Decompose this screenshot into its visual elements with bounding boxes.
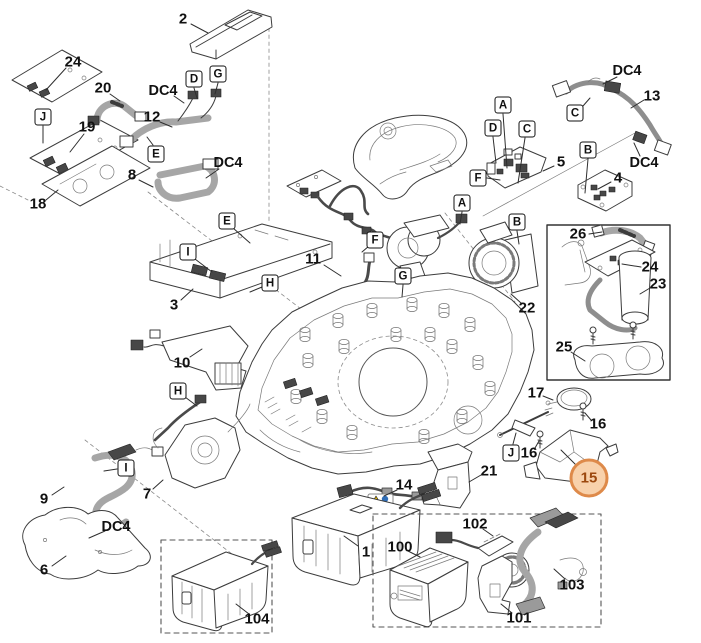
ref-letter-G-13: G: [394, 267, 412, 285]
ref-letter-I-16: I: [179, 243, 197, 261]
inset-box-104: [160, 539, 282, 634]
ref-letter-A-1: A: [453, 194, 471, 212]
chassis-art: [235, 272, 535, 475]
ref-letter-B-2: B: [579, 141, 597, 159]
part-label-7[interactable]: 7: [142, 485, 152, 503]
part-6-panel-art: [22, 506, 151, 580]
part-label-10[interactable]: 10: [173, 354, 191, 372]
ref-letter-C-4: C: [566, 104, 584, 122]
part-label-101[interactable]: 101: [506, 609, 532, 627]
part-label-16[interactable]: 16: [520, 444, 538, 462]
inset-box-22-detail: [546, 224, 671, 381]
selected-part-label-15[interactable]: 15: [569, 458, 609, 498]
ref-letter-E-9: E: [218, 212, 236, 230]
part-5-board-art: [486, 146, 547, 189]
part-label-104[interactable]: 104: [244, 610, 270, 628]
ref-letter-H-15: H: [169, 382, 187, 400]
part-label-6[interactable]: 6: [39, 561, 49, 579]
part-label-18[interactable]: 18: [29, 195, 47, 213]
part-label-102[interactable]: 102: [462, 515, 488, 533]
ref-letter-F-11: F: [366, 231, 384, 249]
part-8-bracket-art: [154, 158, 219, 202]
ref-letter-B-3: B: [508, 213, 526, 231]
part-label-19[interactable]: 19: [78, 118, 96, 136]
part-label-24[interactable]: 24: [64, 53, 82, 71]
dc4-connector-label-1: DC4: [213, 155, 243, 171]
ref-letter-D-7: D: [484, 119, 502, 137]
ref-letter-D-6: D: [185, 70, 203, 88]
part-label-103[interactable]: 103: [559, 576, 585, 594]
part-label-20[interactable]: 20: [94, 79, 112, 97]
ref-letter-I-17: I: [117, 459, 135, 477]
part-label-1[interactable]: 1: [361, 543, 371, 561]
ref-letter-C-5: C: [518, 120, 536, 138]
part-label-2[interactable]: 2: [178, 10, 188, 28]
part-label-12[interactable]: 12: [143, 108, 161, 126]
part-label-9[interactable]: 9: [39, 490, 49, 508]
part-label-21[interactable]: 21: [480, 462, 498, 480]
part-2-cover-art: [189, 9, 273, 60]
main-pcb-harness-art: [286, 169, 419, 250]
ref-letter-J-18: J: [34, 108, 52, 126]
part-13-harness-art: [551, 77, 672, 156]
dc4-connector-label-3: DC4: [612, 63, 642, 79]
part-label-13[interactable]: 13: [643, 87, 661, 105]
ref-letter-E-8: E: [147, 145, 165, 163]
part-12-bracket-art: [119, 88, 222, 148]
part-20-ribbon-art: [87, 99, 147, 126]
part-label-24[interactable]: 24: [641, 258, 659, 276]
part-24-board-art: [11, 49, 103, 103]
part-label-17[interactable]: 17: [527, 384, 545, 402]
inset-box-100: [372, 507, 602, 628]
dc4-connector-label-0: DC4: [148, 83, 178, 99]
ref-letter-A-0: A: [494, 96, 512, 114]
part-label-3[interactable]: 3: [169, 296, 179, 314]
part-label-16[interactable]: 16: [589, 415, 607, 433]
part-j-rod-art: [497, 407, 554, 438]
part-label-5[interactable]: 5: [556, 153, 566, 171]
part-4-board-art: [577, 169, 633, 212]
console-module-art: [353, 114, 468, 200]
part-label-8[interactable]: 8: [127, 166, 137, 184]
leader-lines: [42, 23, 651, 615]
ref-letter-G-12: G: [209, 65, 227, 83]
dc4-connector-label-4: DC4: [629, 155, 659, 171]
part-label-14[interactable]: 14: [395, 476, 413, 494]
part-label-23[interactable]: 23: [649, 275, 667, 293]
part-label-11[interactable]: 11: [305, 250, 321, 268]
part-label-26[interactable]: 26: [569, 225, 587, 243]
part-22-motor-art: [468, 221, 539, 294]
ref-letter-H-14: H: [261, 274, 279, 292]
part-label-22[interactable]: 22: [518, 299, 536, 317]
part-label-25[interactable]: 25: [555, 338, 573, 356]
part-label-4[interactable]: 4: [613, 169, 623, 187]
ref-letter-F-10: F: [469, 169, 487, 187]
dc4-connector-label-2: DC4: [101, 519, 131, 535]
ref-letter-J-19: J: [502, 444, 520, 462]
part-3-bracket-art: [149, 223, 333, 299]
part-10-assembly-art: [130, 325, 249, 391]
part-19-18-boards-art: [29, 119, 151, 207]
part-label-100[interactable]: 100: [387, 538, 413, 556]
